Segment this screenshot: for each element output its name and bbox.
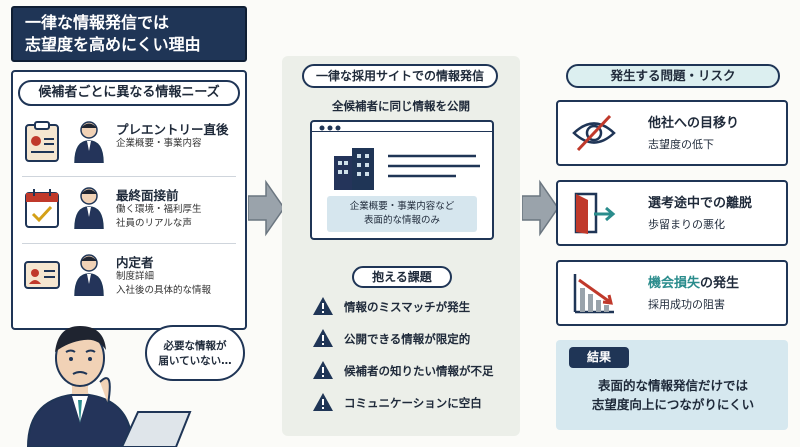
info-needs-header: 候補者ごとに異なる情報ニーズ	[18, 80, 240, 106]
candidate-person-icon	[74, 187, 104, 229]
worried-candidate-illustration	[26, 326, 192, 447]
calendar-check-icon	[25, 189, 59, 228]
issue-text: 候補者の知りたい情報が不足	[344, 364, 494, 378]
browser-title-bar	[312, 122, 492, 132]
clipboard-icon	[25, 121, 59, 162]
need-title: プレエントリー直後	[116, 122, 229, 137]
risk-title: 選考途中での離脱	[648, 196, 753, 211]
uniform-site-subheader: 全候補者に同じ情報を公開	[332, 99, 470, 113]
flow-arrow-icon	[248, 179, 284, 237]
risk-title: 機会損失の発生	[648, 272, 739, 291]
warning-icon	[313, 329, 333, 347]
risks-header: 発生する問題・リスク	[566, 64, 780, 88]
title-line-1: 一律な情報発信では	[25, 13, 170, 32]
result-line-2: 志望度向上につながりにくい	[591, 397, 755, 412]
uniform-site-header: 一律な採用サイトでの情報発信	[302, 64, 498, 88]
caption-line-1: 企業概要・事業内容など	[349, 201, 455, 212]
issues-header: 抱える課題	[352, 266, 452, 288]
need-row-final-interview: 最終面接前 働く環境・福利厚生 社員のリアルな声	[24, 181, 234, 241]
warning-icon	[313, 297, 333, 315]
result-header: 結果	[569, 347, 629, 368]
flow-arrow-icon	[522, 179, 558, 237]
issue-item: 情報のミスマッチが発生	[312, 296, 512, 318]
risk-title-rest: の発生	[700, 276, 740, 291]
eye-off-icon	[572, 114, 616, 152]
issue-text: 公開できる情報が限定的	[344, 332, 471, 346]
window-dots-icon	[319, 125, 341, 131]
risk-title-highlight: 機会損失	[648, 276, 701, 291]
risk-desc: 採用成功の阻害	[648, 298, 725, 311]
divider	[22, 243, 236, 244]
risk-desc: 歩留まりの悪化	[648, 218, 725, 231]
need-desc-line-2: 入社後の具体的な情報	[116, 285, 212, 296]
risk-desc: 志望度の低下	[648, 138, 714, 151]
need-desc-line-2: 社員のリアルな声	[116, 218, 192, 229]
need-title: 最終面接前	[116, 188, 179, 203]
site-content-caption: 企業概要・事業内容など 表面的な情報のみ	[327, 196, 477, 232]
need-row-pre-entry: プレエントリー直後 企業概要・事業内容	[24, 115, 234, 175]
candidate-person-icon	[74, 254, 104, 296]
need-row-offer: 内定者 制度詳細 入社後の具体的な情報	[24, 248, 234, 308]
exit-door-icon	[574, 192, 616, 234]
declining-chart-icon	[573, 274, 614, 314]
divider	[22, 176, 236, 177]
diagram-title: 一律な情報発信では 志望度を高めにくい理由	[11, 6, 247, 62]
candidate-person-icon	[74, 121, 104, 163]
risk-card-opportunity-loss: 機会損失の発生 採用成功の阻害	[556, 260, 788, 326]
title-line-2: 志望度を高めにくい理由	[25, 35, 201, 54]
result-line-1: 表面的な情報発信だけでは	[597, 378, 748, 393]
need-desc-line-1: 制度詳細	[116, 271, 155, 282]
issue-item: 候補者の知りたい情報が不足	[312, 360, 512, 382]
need-desc: 企業概要・事業内容	[116, 138, 202, 149]
speech-bubble-line-1: 必要な情報が	[163, 340, 227, 352]
result-text: 表面的な情報発信だけでは 志望度向上につながりにくい	[566, 376, 780, 414]
need-desc-line-1: 働く環境・福利厚生	[116, 204, 202, 215]
issue-text: 情報のミスマッチが発生	[344, 300, 471, 314]
speech-bubble-line-2: 届いていない…	[158, 355, 232, 367]
warning-icon	[313, 393, 333, 411]
need-title: 内定者	[116, 255, 154, 270]
issue-item: コミュニケーションに空白	[312, 392, 512, 414]
need-desc: 働く環境・福利厚生 社員のリアルな声	[116, 203, 202, 231]
issue-text: コミュニケーションに空白	[344, 396, 482, 410]
speech-bubble: 必要な情報が 届いていない…	[145, 325, 245, 381]
id-card-icon	[24, 261, 60, 289]
risk-card-competitors: 他社への目移り 志望度の低下	[556, 100, 788, 166]
building-icon	[334, 148, 374, 190]
text-lines-icon	[388, 154, 480, 178]
risk-card-dropout: 選考途中での離脱 歩留まりの悪化	[556, 180, 788, 246]
need-desc: 制度詳細 入社後の具体的な情報	[116, 270, 211, 298]
caption-line-2: 表面的な情報のみ	[363, 215, 440, 226]
issue-item: 公開できる情報が限定的	[312, 328, 512, 350]
warning-icon	[313, 361, 333, 379]
risk-title: 他社への目移り	[648, 116, 740, 131]
